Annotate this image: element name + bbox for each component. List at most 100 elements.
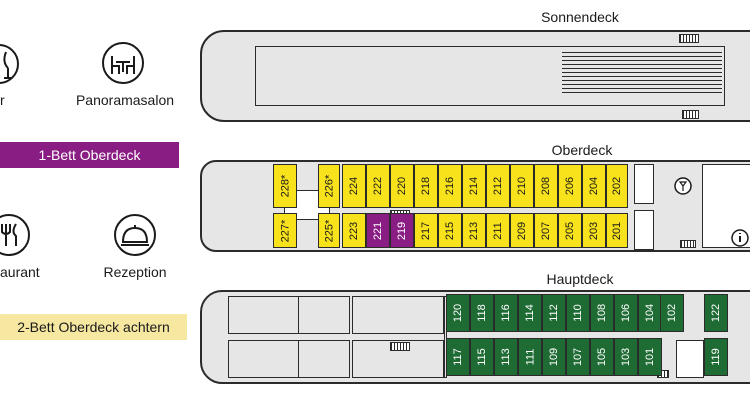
cabin-219[interactable]: 219: [390, 213, 414, 248]
cabin-number: 122: [709, 303, 722, 323]
cabin-102[interactable]: 102: [660, 294, 684, 332]
cabin-number: 226*: [323, 174, 336, 198]
panorama-salon-label: Panoramasalon: [75, 92, 175, 108]
cabin-number: 104: [643, 303, 656, 323]
cabin-222[interactable]: 222: [366, 164, 390, 208]
oberdeck-service-area-2: [634, 210, 654, 250]
cabin-number: 206: [563, 176, 576, 196]
cabin-214[interactable]: 214: [462, 164, 486, 208]
cabin-205[interactable]: 205: [558, 213, 582, 248]
cabin-number: 204: [587, 176, 600, 196]
restaurant-label: aurant: [0, 264, 40, 280]
cabin-210[interactable]: 210: [510, 164, 534, 208]
cabin-number: 209: [515, 221, 528, 240]
cabin-218[interactable]: 218: [414, 164, 438, 208]
cabin-number: 223: [347, 221, 360, 240]
cabin-122[interactable]: 122: [704, 294, 728, 332]
cabin-109[interactable]: 109: [542, 338, 566, 376]
cabin-number: 213: [467, 221, 480, 240]
cabin-number: 202: [610, 176, 623, 196]
oberdeck-stairs-bottom: [680, 240, 696, 248]
cabin-117[interactable]: 117: [446, 338, 470, 376]
cabin-number: 113: [499, 348, 512, 366]
cabin-number: 111: [523, 348, 536, 366]
hauptdeck-aft-room-4: [228, 340, 300, 378]
cabin-216[interactable]: 216: [438, 164, 462, 208]
cabin-number: 101: [643, 347, 656, 367]
cabin-number: 118: [475, 304, 488, 322]
cabin-number: 201: [610, 221, 623, 240]
cabin-number: 110: [571, 304, 584, 322]
cabin-209[interactable]: 209: [510, 213, 534, 248]
cabin-220[interactable]: 220: [390, 164, 414, 208]
cabin-number: 112: [547, 304, 560, 322]
cabin-207[interactable]: 207: [534, 213, 558, 248]
cabin-113[interactable]: 113: [494, 338, 518, 376]
cabin-number: 216: [443, 176, 456, 196]
cabin-105[interactable]: 105: [590, 338, 614, 376]
hauptdeck-title: Hauptdeck: [546, 271, 614, 287]
cabin-number: 217: [419, 221, 432, 240]
cabin-228[interactable]: 228*: [273, 164, 297, 208]
cabin-213[interactable]: 213: [462, 213, 486, 248]
cabin-204[interactable]: 204: [582, 164, 606, 208]
cabin-number: 210: [515, 176, 528, 196]
cabin-114[interactable]: 114: [518, 294, 542, 332]
cabin-number: 224: [347, 176, 360, 196]
cabin-number: 207: [539, 221, 552, 240]
cabin-226[interactable]: 226*: [318, 164, 340, 208]
cabin-number: 225*: [323, 219, 336, 242]
cabin-202[interactable]: 202: [606, 164, 628, 208]
reception-bell-icon: [114, 214, 156, 256]
cabin-108[interactable]: 108: [590, 294, 614, 332]
cabin-112[interactable]: 112: [542, 294, 566, 332]
cabin-number: 214: [467, 176, 480, 196]
cabin-227[interactable]: 227*: [273, 213, 297, 248]
cabin-number: 218: [419, 176, 432, 196]
cabin-number: 220: [395, 176, 408, 196]
hauptdeck-forward-room: [676, 340, 704, 378]
restaurant-cutlery-icon: [0, 214, 30, 256]
cabin-120[interactable]: 120: [446, 294, 470, 332]
reception-label: Rezeption: [103, 264, 167, 280]
cabin-115[interactable]: 115: [470, 338, 494, 376]
oberdeck-service-area: [634, 164, 654, 204]
cabin-224[interactable]: 224: [342, 164, 366, 208]
cabin-119[interactable]: 119: [704, 338, 728, 376]
cabin-116[interactable]: 116: [494, 294, 518, 332]
cabin-217[interactable]: 217: [414, 213, 438, 248]
sonnendeck-stairs-top: [679, 34, 699, 43]
cabin-107[interactable]: 107: [566, 338, 590, 376]
cabin-number: 205: [563, 221, 576, 240]
hauptdeck-aft-room-3: [352, 296, 444, 334]
cabin-number: 106: [619, 303, 632, 323]
cabin-211[interactable]: 211: [486, 213, 510, 248]
double-cabin-legend-label: 2-Bett Oberdeck achtern: [17, 319, 170, 335]
cabin-221[interactable]: 221: [366, 213, 390, 248]
cabin-206[interactable]: 206: [558, 164, 582, 208]
cabin-number: 222: [371, 176, 384, 196]
cabin-215[interactable]: 215: [438, 213, 462, 248]
cabin-101[interactable]: 101: [638, 338, 662, 376]
hauptdeck-mid-corridor-room: [444, 296, 447, 378]
panorama-salon-icon: [102, 42, 144, 84]
cabin-111[interactable]: 111: [518, 338, 542, 376]
cabin-number: 203: [587, 221, 600, 240]
cabin-104[interactable]: 104: [638, 294, 662, 332]
cabin-201[interactable]: 201: [606, 213, 628, 248]
cabin-106[interactable]: 106: [614, 294, 638, 332]
sonnendeck-stairs-bottom: [682, 110, 699, 119]
cabin-118[interactable]: 118: [470, 294, 494, 332]
hauptdeck-aft-room-6: [352, 340, 444, 378]
bar-wine-icon: [0, 44, 19, 84]
cabin-110[interactable]: 110: [566, 294, 590, 332]
cabin-number: 105: [595, 347, 608, 367]
cabin-225[interactable]: 225*: [318, 213, 340, 248]
cabin-103[interactable]: 103: [614, 338, 638, 376]
cabin-223[interactable]: 223: [342, 213, 366, 248]
cabin-208[interactable]: 208: [534, 164, 558, 208]
hauptdeck-aft-room-5: [298, 340, 350, 378]
cabin-212[interactable]: 212: [486, 164, 510, 208]
cabin-203[interactable]: 203: [582, 213, 606, 248]
cabin-number: 116: [499, 304, 512, 322]
